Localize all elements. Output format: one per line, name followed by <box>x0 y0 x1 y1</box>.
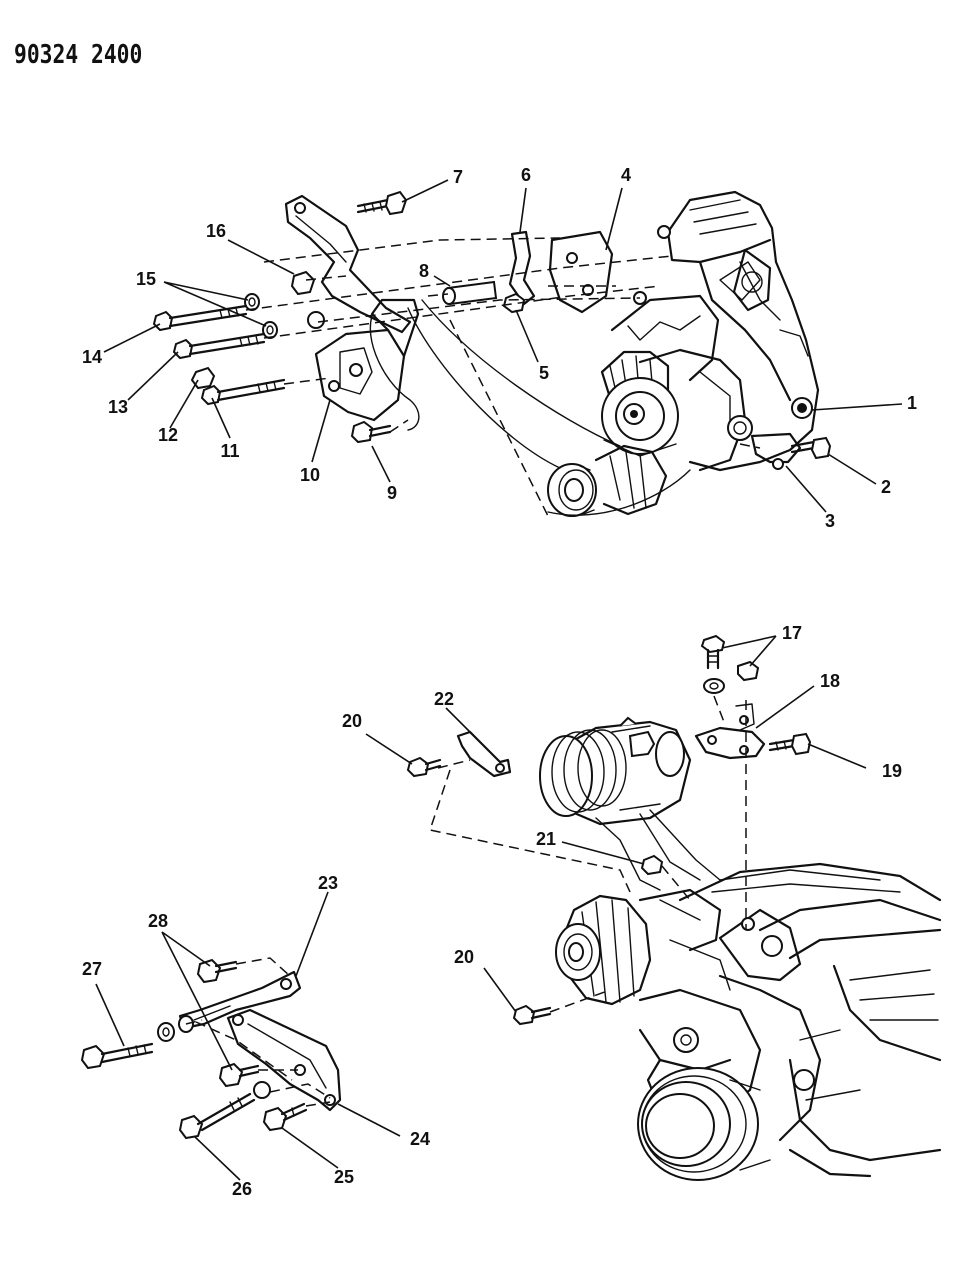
document-id: 90324 2400 <box>14 40 143 70</box>
callout-8: 8 <box>419 261 429 281</box>
drive-belt-upper <box>407 299 691 516</box>
bracket-upper <box>284 194 412 334</box>
callout-22: 22 <box>434 689 454 709</box>
leader-lines-lower-left <box>95 891 401 1181</box>
bolt-20-upper <box>406 756 442 778</box>
callout-9: 9 <box>387 483 397 503</box>
hardware-17 <box>700 634 760 694</box>
bolt-7 <box>356 190 408 216</box>
lower-left-assembly <box>80 891 401 1181</box>
callout-6: 6 <box>521 165 531 185</box>
nut-5 <box>502 292 526 314</box>
nut-28-upper <box>196 958 238 984</box>
bracket-3 <box>750 432 802 464</box>
callout-13: 13 <box>108 397 128 417</box>
washers-15 <box>244 293 325 339</box>
bracket-18 <box>694 703 766 760</box>
assembly-lines-upper <box>245 237 761 517</box>
leader-lines-lower <box>365 635 867 1013</box>
callout-11: 11 <box>220 441 239 461</box>
callout-18: 18 <box>820 671 840 691</box>
spacer-8 <box>442 280 498 306</box>
bracket-23 <box>178 970 302 1030</box>
bolt-14 <box>152 304 248 332</box>
brace-22 <box>456 730 512 778</box>
callout-5: 5 <box>539 363 549 383</box>
bolt-19 <box>768 732 812 756</box>
bolt-27 <box>80 1015 194 1070</box>
alternator-lower <box>555 888 731 1006</box>
assembly-lines-lower <box>429 695 747 1013</box>
brace-6 <box>508 230 536 306</box>
callout-24: 24 <box>410 1129 430 1149</box>
bolt-25 <box>262 1102 308 1132</box>
callout-23: 23 <box>318 873 338 893</box>
callout-16: 16 <box>206 221 226 241</box>
nut-21 <box>640 854 664 876</box>
nut-12 <box>190 366 216 390</box>
engine-block-lower <box>638 862 942 1178</box>
upper-assembly <box>103 179 903 517</box>
leader-lines-upper <box>103 179 903 513</box>
bolt-11 <box>200 378 286 406</box>
callout-7: 7 <box>453 167 463 187</box>
callout-19: 19 <box>882 761 902 781</box>
callout-27: 27 <box>82 959 102 979</box>
callout-15: 15 <box>136 269 156 289</box>
bolt-13 <box>172 332 266 360</box>
callout-1: 1 <box>907 393 917 413</box>
callout-28: 28 <box>148 911 168 931</box>
callout-14: 14 <box>82 347 102 367</box>
assembly-lines-lower-left <box>185 957 331 1107</box>
callout-20-lower: 20 <box>454 947 474 967</box>
callout-4: 4 <box>621 165 631 185</box>
crankshaft-pulley <box>637 1067 771 1181</box>
bolt-2 <box>790 436 832 460</box>
bracket-4 <box>548 230 614 314</box>
callout-10: 10 <box>300 465 320 485</box>
bolt-9 <box>350 420 392 444</box>
callout-12: 12 <box>158 425 178 445</box>
nut-28-lower <box>218 1062 260 1088</box>
nut-16 <box>290 270 316 296</box>
callout-20-upper: 20 <box>342 711 362 731</box>
lower-assembly <box>365 634 942 1181</box>
callout-21: 21 <box>536 829 556 849</box>
bolt-20-lower <box>512 1004 552 1026</box>
ac-compressor <box>539 716 721 891</box>
callout-25: 25 <box>334 1167 354 1187</box>
engine-block-upper <box>610 190 820 472</box>
callout-3: 3 <box>825 511 835 531</box>
callout-2: 2 <box>881 477 891 497</box>
callout-17: 17 <box>782 623 802 643</box>
bolt-26 <box>178 1081 271 1140</box>
alternator-upper <box>547 444 668 517</box>
bracket-10 <box>314 328 406 422</box>
bracket-24 <box>226 1008 342 1112</box>
callout-numbers: 1 2 3 4 5 6 7 8 9 10 11 12 13 14 15 16 1… <box>82 165 917 1199</box>
callout-26: 26 <box>232 1179 252 1199</box>
power-steering-pump <box>600 350 679 457</box>
